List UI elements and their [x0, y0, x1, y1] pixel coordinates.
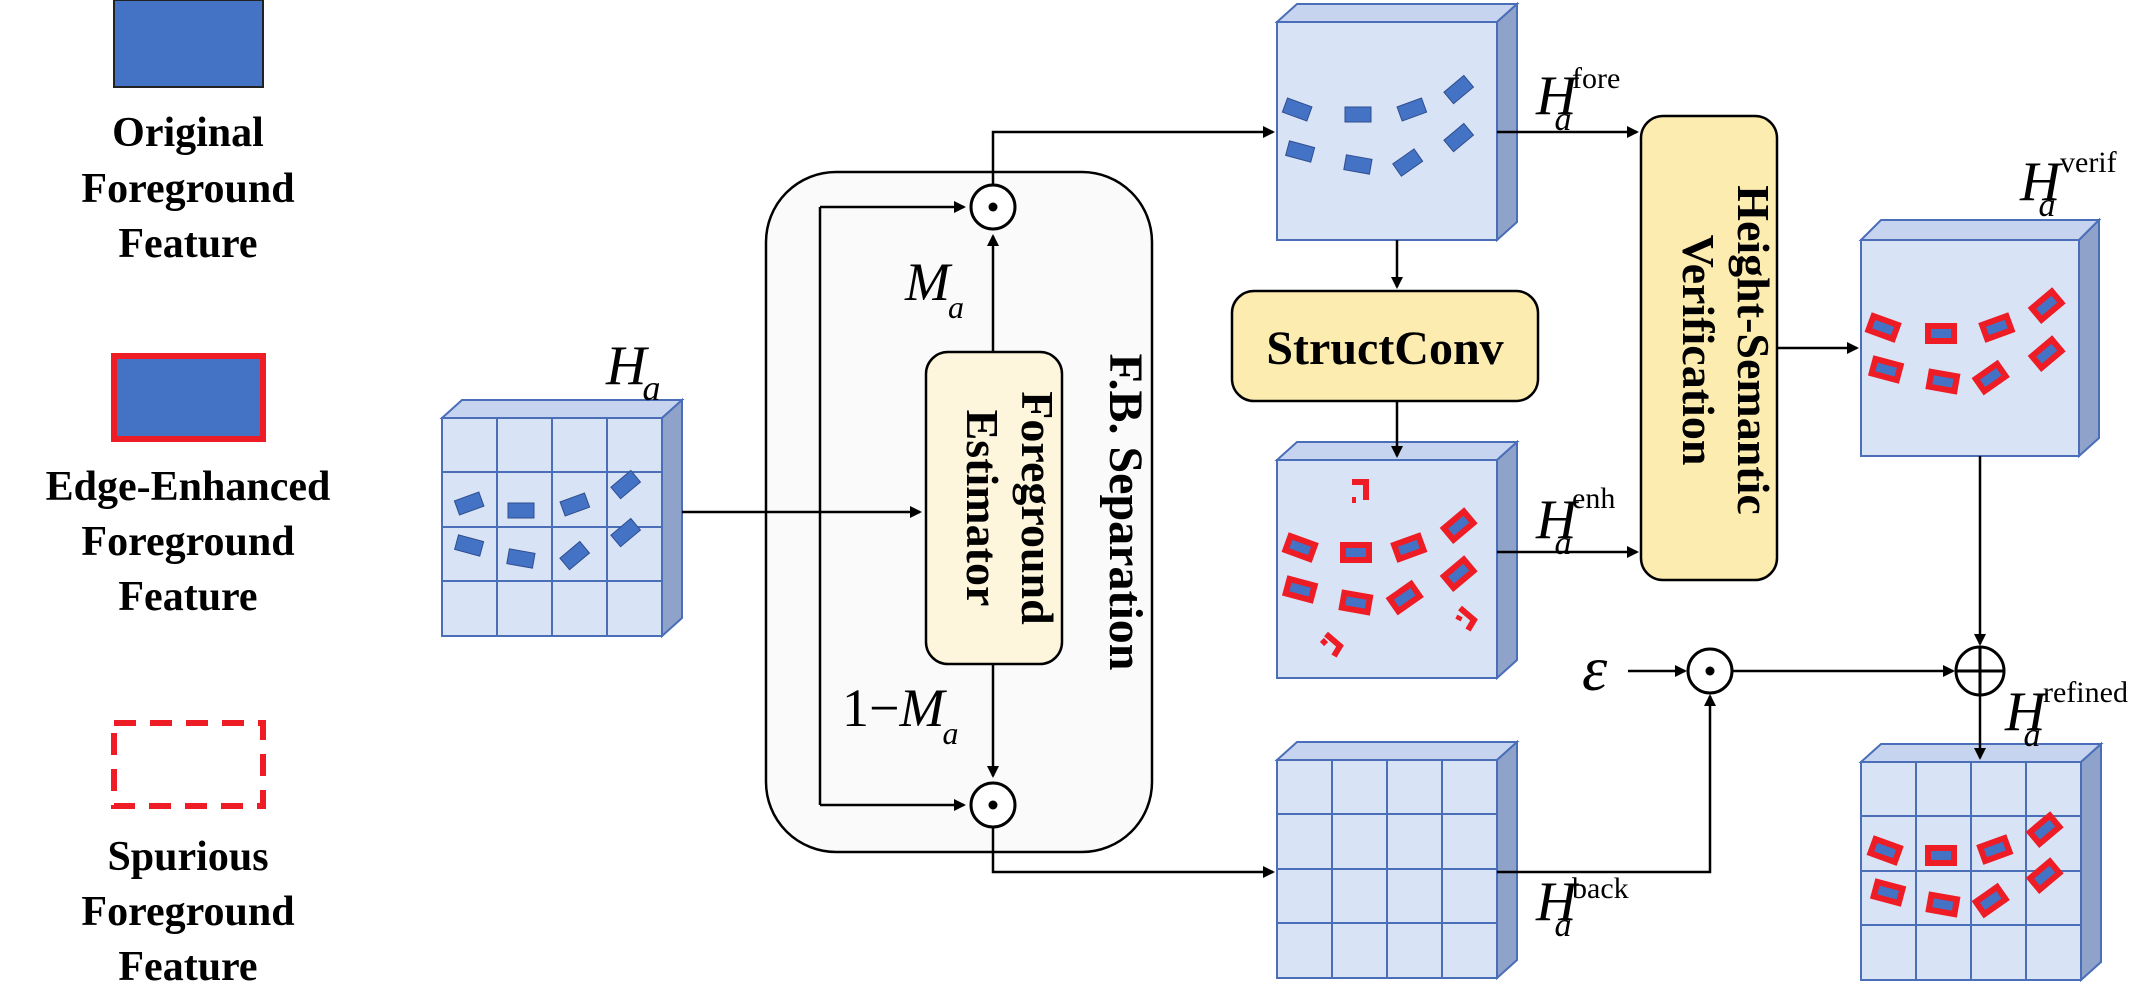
- background-superscript: back: [1572, 872, 1629, 905]
- legend-original-label-2: Foreground: [81, 166, 294, 212]
- noise-scale-multiply-op: [1686, 647, 1734, 695]
- background-mask-multiply-op: [969, 781, 1017, 829]
- foreground-feature-cube: [1274, 1, 1520, 243]
- structconv-label: StructConv: [1266, 322, 1503, 375]
- enhanced-feature-cube: [1274, 439, 1520, 681]
- legend-original-label-1: Original: [112, 110, 264, 156]
- legend-original-swatch: [113, 0, 264, 88]
- foreground-superscript: fore: [1572, 62, 1620, 95]
- legend-edge-swatch: [111, 353, 266, 442]
- verified-symbol: Ha: [2019, 151, 2063, 224]
- residual-add-op: [1954, 645, 2006, 697]
- refined-feature-cube: [1858, 741, 2104, 983]
- foreground-symbol: Ha: [1535, 65, 1579, 138]
- legend: Original Foreground Feature Edge-Enhance…: [46, 0, 331, 990]
- legend-spurious-label-3: Feature: [118, 944, 257, 990]
- input-symbol: Ha: [605, 335, 660, 408]
- background-feature-cube: [1274, 739, 1520, 981]
- legend-edge-label-3: Feature: [118, 574, 257, 620]
- refined-superscript: refined: [2043, 676, 2128, 709]
- verified-feature-cube: [1858, 217, 2102, 459]
- foreground-estimator-label-1: Foreground: [1012, 391, 1063, 625]
- connectors: [682, 126, 1986, 878]
- background-symbol: Ha: [1535, 871, 1579, 944]
- legend-edge-label-1: Edge-Enhanced: [46, 464, 331, 510]
- inverse-mask-symbol: 1−Ma: [842, 678, 958, 751]
- legend-spurious-swatch: [111, 720, 266, 809]
- legend-edge-label-2: Foreground: [81, 519, 294, 565]
- epsilon-symbol: ε: [1582, 633, 1608, 704]
- foreground-estimator-label-2: Estimator: [957, 410, 1008, 607]
- enhanced-superscript: enh: [1572, 482, 1615, 515]
- verified-superscript: verif: [2060, 146, 2117, 179]
- structconv-block: [1230, 289, 1540, 403]
- legend-spurious-label-1: Spurious: [107, 834, 268, 880]
- mask-symbol: Ma: [904, 252, 964, 325]
- legend-spurious-label-2: Foreground: [81, 889, 294, 935]
- height-semantic-verification-label-2: Verification: [1673, 235, 1724, 466]
- legend-original-label-3: Feature: [118, 221, 257, 267]
- refined-symbol: Ha: [2004, 681, 2048, 754]
- height-semantic-verification-label-1: Height-Semantic: [1728, 185, 1779, 515]
- fb-separation-label: F.B. Separation: [1099, 354, 1152, 671]
- input-feature-cube: [439, 397, 685, 639]
- foreground-mask-multiply-op: [969, 183, 1017, 231]
